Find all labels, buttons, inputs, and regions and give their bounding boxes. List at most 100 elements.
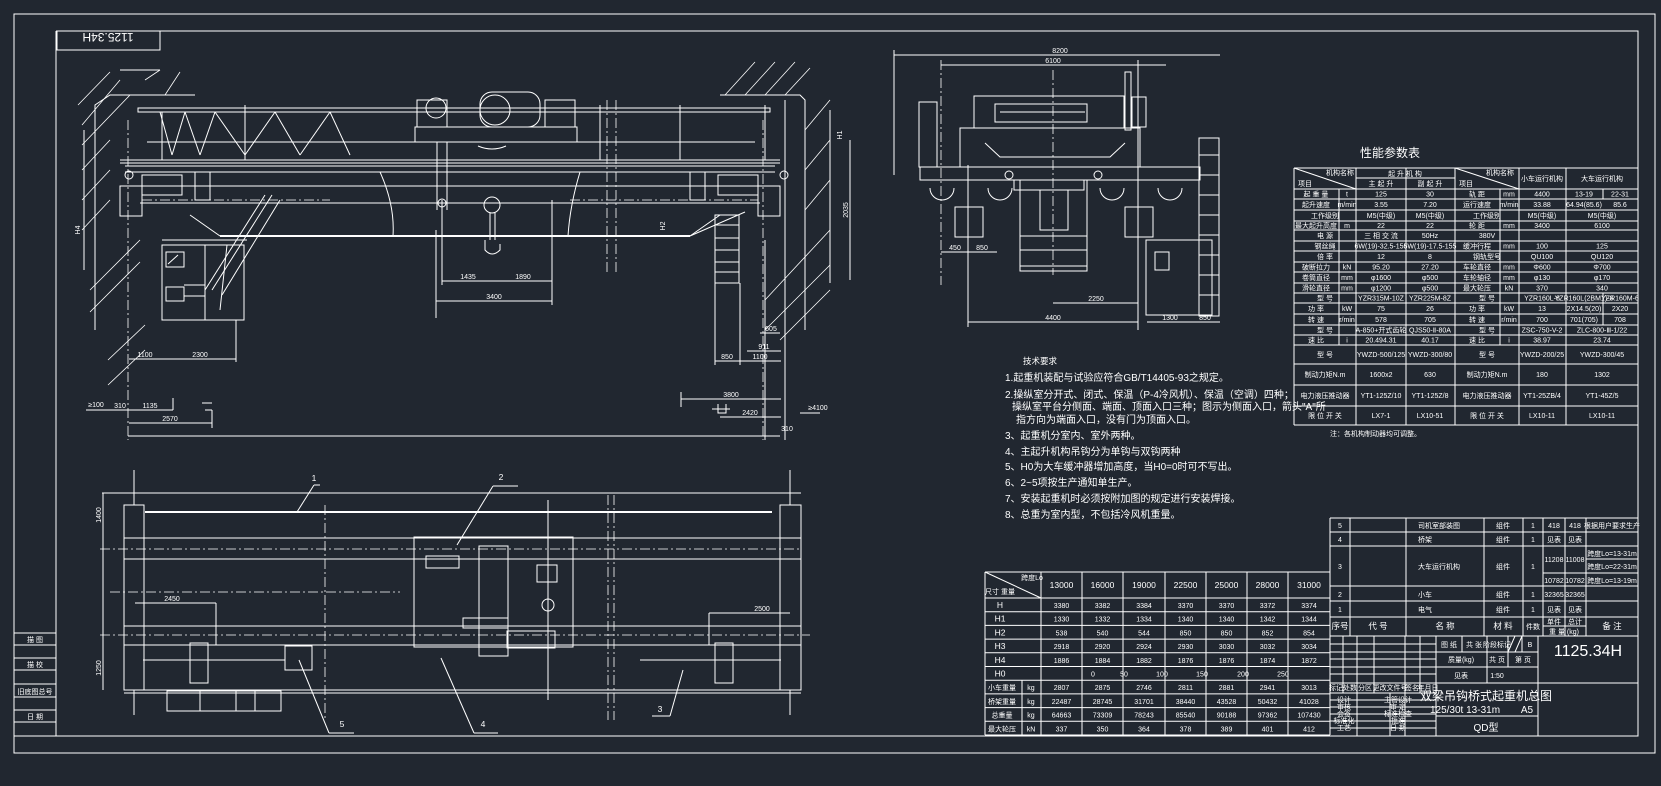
- perf-row-unit-right: mm: [1503, 244, 1515, 251]
- size-value: 3034: [1301, 644, 1317, 651]
- perf-value-bridge-alt: 85.6: [1613, 202, 1627, 209]
- part-name: 电气: [1418, 605, 1432, 614]
- part-number: 1: [1338, 607, 1342, 614]
- dim-H1: H1: [837, 130, 844, 139]
- perf-row-label-right: 速 比: [1469, 336, 1485, 345]
- size-value: 1874: [1260, 658, 1276, 665]
- perf-value-aux: 27.20: [1421, 265, 1439, 272]
- perf-value-bridge: YT1-45Z/5: [1585, 393, 1618, 400]
- perf-value-bridge: LX10-11: [1589, 413, 1615, 420]
- size-value: 43528: [1217, 699, 1237, 706]
- dim-2300: 2300: [192, 352, 208, 359]
- dim-ge4100: ≥4100: [808, 405, 828, 412]
- perf-value-trolley: 38.97: [1533, 338, 1551, 345]
- perf-row-label-right: 制动力矩N.m: [1467, 370, 1508, 379]
- part-name: 小车: [1418, 590, 1432, 599]
- size-value: 3013: [1301, 685, 1317, 692]
- perf-value-aux: 30: [1426, 192, 1434, 199]
- perf-value-aux: φ500: [1422, 286, 1438, 293]
- part-remark: 跨度Lo=13-19m: [1587, 576, 1637, 585]
- revision-header: 分区: [1358, 683, 1372, 692]
- size-value: 107430: [1297, 713, 1320, 720]
- dim-2450: 2450: [164, 596, 180, 603]
- front-view-dimensions: 1435 1890 3400 1100 2300 ≥100 310 1135 2…: [75, 110, 851, 437]
- perf-row-unit: mm: [1341, 275, 1353, 282]
- perf-value-aux: YZR225M-8Z: [1409, 296, 1452, 303]
- perf-row-unit: kW: [1342, 306, 1353, 313]
- perf-row-label-right: 最大轮压: [1463, 284, 1491, 293]
- dim-2250: 2250: [1088, 296, 1104, 303]
- size-value: 2924: [1136, 644, 1152, 651]
- size-value: 544: [1138, 630, 1150, 637]
- size-value: 3374: [1301, 603, 1317, 610]
- perf-value-main: 1600x2: [1370, 372, 1393, 379]
- perf-value-bridge: 13-19: [1575, 192, 1593, 199]
- perf-value-aux: 8: [1428, 254, 1432, 261]
- revision-header: 标记: [1329, 683, 1343, 692]
- left-margin-table: 描 图 描 校 旧底图总号 日 期: [14, 632, 56, 723]
- perf-value-main: A-850+开式齿轮: [1356, 326, 1407, 335]
- revision-header: 处数: [1343, 683, 1357, 692]
- signature-role: 工艺: [1337, 724, 1351, 732]
- size-value: 50432: [1258, 699, 1278, 706]
- size-value: 2875: [1095, 685, 1111, 692]
- span-value: 28000: [1256, 580, 1280, 590]
- part-weight-single: 32365: [1544, 592, 1564, 599]
- size-value: 1884: [1095, 658, 1111, 665]
- perf-header-trolley-travel: 小车运行机构: [1521, 174, 1563, 183]
- size-value: 350: [1097, 726, 1109, 733]
- margin-label-date: 日 期: [27, 713, 43, 721]
- perf-row-label: 钢丝绳: [1315, 242, 1336, 251]
- perf-row-unit-right: r/min: [1501, 317, 1517, 324]
- callout-4: 4: [481, 719, 486, 729]
- signature-role: 设计: [1337, 695, 1351, 704]
- perf-row-label-right: 轮 距: [1469, 221, 1485, 230]
- dim-1100-right: 1100: [752, 354, 767, 361]
- span-value: 31000: [1297, 580, 1321, 590]
- perf-row-unit: r/min: [1339, 317, 1355, 324]
- drawing-spec: 125/30t 13-31m: [1430, 705, 1500, 716]
- dim-2570: 2570: [162, 416, 178, 423]
- perf-value-trolley: M5(中级): [1528, 211, 1556, 220]
- part-weight-total: 见表: [1568, 605, 1582, 614]
- perf-value-main: 75: [1377, 306, 1385, 313]
- perf-value-bridge-alt: YZR160M-6: [1601, 296, 1639, 303]
- perf-table-note: 注：各机构制动器均可调整。: [1330, 429, 1421, 438]
- perf-value-aux: 630: [1424, 372, 1436, 379]
- perf-row-label: 最大起升高度: [1295, 221, 1337, 230]
- revision-header: 更改文件号: [1373, 683, 1408, 692]
- perf-row-label-right: 型 号: [1479, 326, 1495, 335]
- perf-row-label: 工作级别: [1311, 211, 1339, 220]
- size-row-unit: kg: [1027, 685, 1035, 692]
- size-value: 850: [1221, 630, 1233, 637]
- perf-value-trolley: QU100: [1531, 254, 1553, 261]
- part-number: 5: [1338, 523, 1342, 530]
- ladder-left-diagonal: [204, 194, 281, 296]
- dim-850-cab: 850: [1199, 315, 1211, 322]
- signature-role: 审核: [1337, 702, 1351, 711]
- size-value: 850: [1180, 630, 1192, 637]
- perf-header-aux-hoist: 副 起 升: [1418, 179, 1443, 188]
- size-value: 78243: [1134, 713, 1154, 720]
- tech-req-title: 技术要求: [1023, 356, 1058, 366]
- perf-row-label-right: 380V: [1479, 233, 1496, 240]
- part-weight-total: 10782: [1565, 578, 1585, 585]
- bridge-drive-units: [119, 170, 789, 217]
- dim-1890: 1890: [515, 274, 531, 281]
- size-value: 1882: [1136, 658, 1152, 665]
- perf-value-bridge-alt: 708: [1614, 317, 1626, 324]
- tech-req-line: 7、安装起重机时必须按附加图的规定进行安装焊接。: [1005, 492, 1241, 505]
- span-value: 16000: [1091, 580, 1115, 590]
- perf-value-main: 3.55: [1374, 202, 1388, 209]
- part-weight-total: 11008: [1566, 557, 1585, 564]
- side-elevation-view: 8200 6100 450 850 2250: [893, 48, 1220, 330]
- perf-value-aux: 7.20: [1423, 202, 1437, 209]
- crane-model: QD型: [1474, 721, 1499, 734]
- callout-3: 3: [658, 704, 663, 714]
- perf-value-trolley: YZR160L-8: [1524, 296, 1560, 303]
- size-row-unit: kg: [1027, 713, 1035, 720]
- part-quantity: 1: [1531, 537, 1535, 544]
- perf-header-bridge-travel: 大车运行机构: [1581, 174, 1623, 183]
- perf-value-trolley: LX10-11: [1529, 413, 1555, 420]
